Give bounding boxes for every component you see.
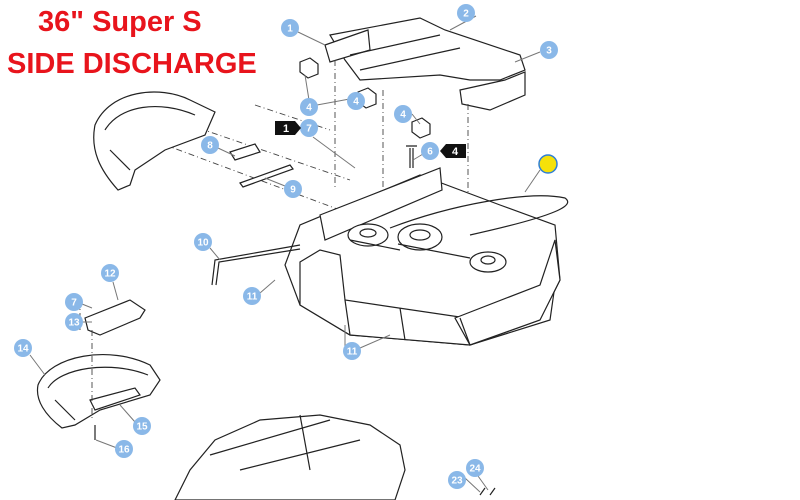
callout-circle [243, 287, 261, 305]
callout-number: 2 [463, 9, 469, 20]
callout-circle [343, 342, 361, 360]
callout-number: 4 [400, 110, 406, 121]
callout-3[interactable]: 3 [540, 41, 558, 59]
callout-4[interactable]: 4 [300, 98, 318, 116]
callout-8[interactable]: 8 [201, 136, 219, 154]
callout-number: 7 [306, 124, 312, 135]
callout-number: 4 [353, 97, 359, 108]
diagram-title-type: SIDE DISCHARGE [7, 48, 257, 80]
kit-tag-label: 4 [452, 146, 459, 158]
mower-deck [284, 167, 569, 346]
callout-circle [394, 105, 412, 123]
callout-14[interactable]: 14 [14, 339, 32, 357]
rod [211, 244, 301, 286]
callout-12[interactable]: 12 [101, 264, 119, 282]
callout-number: 12 [104, 269, 116, 280]
callout-4[interactable]: 4 [394, 105, 412, 123]
callout-number: 11 [347, 347, 358, 358]
callout-number: 8 [207, 141, 213, 152]
callout-number: 4 [306, 103, 312, 114]
callout-circle [457, 4, 475, 22]
callout-circle [65, 313, 83, 331]
callout-11[interactable]: 11 [243, 287, 261, 305]
bolt [406, 145, 417, 168]
callout-number: 15 [136, 422, 148, 433]
callout-number: 1 [287, 24, 293, 35]
callout-13[interactable]: 13 [65, 313, 83, 331]
callout-circle [101, 264, 119, 282]
kit-tag: 1 [275, 121, 301, 135]
deck-partial-view [174, 414, 496, 500]
callout-16[interactable]: 16 [115, 440, 133, 458]
callout-circle [466, 459, 484, 477]
belt-cover-assembly [299, 17, 526, 139]
callout-circle [300, 98, 318, 116]
callout-number: 9 [290, 185, 296, 196]
callout-15[interactable]: 15 [133, 417, 151, 435]
callout-number: 23 [451, 476, 463, 487]
highlight-marker[interactable] [538, 154, 558, 174]
callout-number: 11 [247, 292, 258, 303]
discharge-chute-upper [93, 91, 294, 191]
callout-number: 13 [68, 318, 80, 329]
callout-number: 14 [17, 344, 29, 355]
callout-circle [133, 417, 151, 435]
callout-7[interactable]: 7 [300, 119, 318, 137]
callout-circle [540, 41, 558, 59]
callout-circle [284, 180, 302, 198]
callout-circle [201, 136, 219, 154]
callout-11[interactable]: 11 [343, 342, 361, 360]
callout-circle [14, 339, 32, 357]
callout-number: 16 [118, 445, 130, 456]
callout-number: 24 [469, 464, 481, 475]
callout-number: 3 [546, 46, 552, 57]
callout-1[interactable]: 1 [281, 19, 299, 37]
callout-circle [300, 119, 318, 137]
callout-7[interactable]: 7 [65, 293, 83, 311]
kit-tag-label: 1 [283, 123, 289, 135]
callout-number: 10 [197, 238, 209, 249]
callout-23[interactable]: 23 [448, 471, 466, 489]
callout-circle [421, 142, 439, 160]
callout-9[interactable]: 9 [284, 180, 302, 198]
diagram-title-model: 36" Super S [38, 6, 202, 38]
kit-tag: 4 [440, 144, 466, 158]
callout-circle [194, 233, 212, 251]
callout-circle [347, 92, 365, 110]
callout-10[interactable]: 10 [194, 233, 212, 251]
callout-24[interactable]: 24 [466, 459, 484, 477]
callout-circle [65, 293, 83, 311]
callout-number: 6 [427, 147, 433, 158]
callout-circle [448, 471, 466, 489]
callout-circle [115, 440, 133, 458]
callout-circle [281, 19, 299, 37]
callout-6[interactable]: 6 [421, 142, 439, 160]
callout-4[interactable]: 4 [347, 92, 365, 110]
callout-2[interactable]: 2 [457, 4, 475, 22]
discharge-chute-lower [36, 299, 161, 440]
callout-number: 7 [71, 298, 77, 309]
